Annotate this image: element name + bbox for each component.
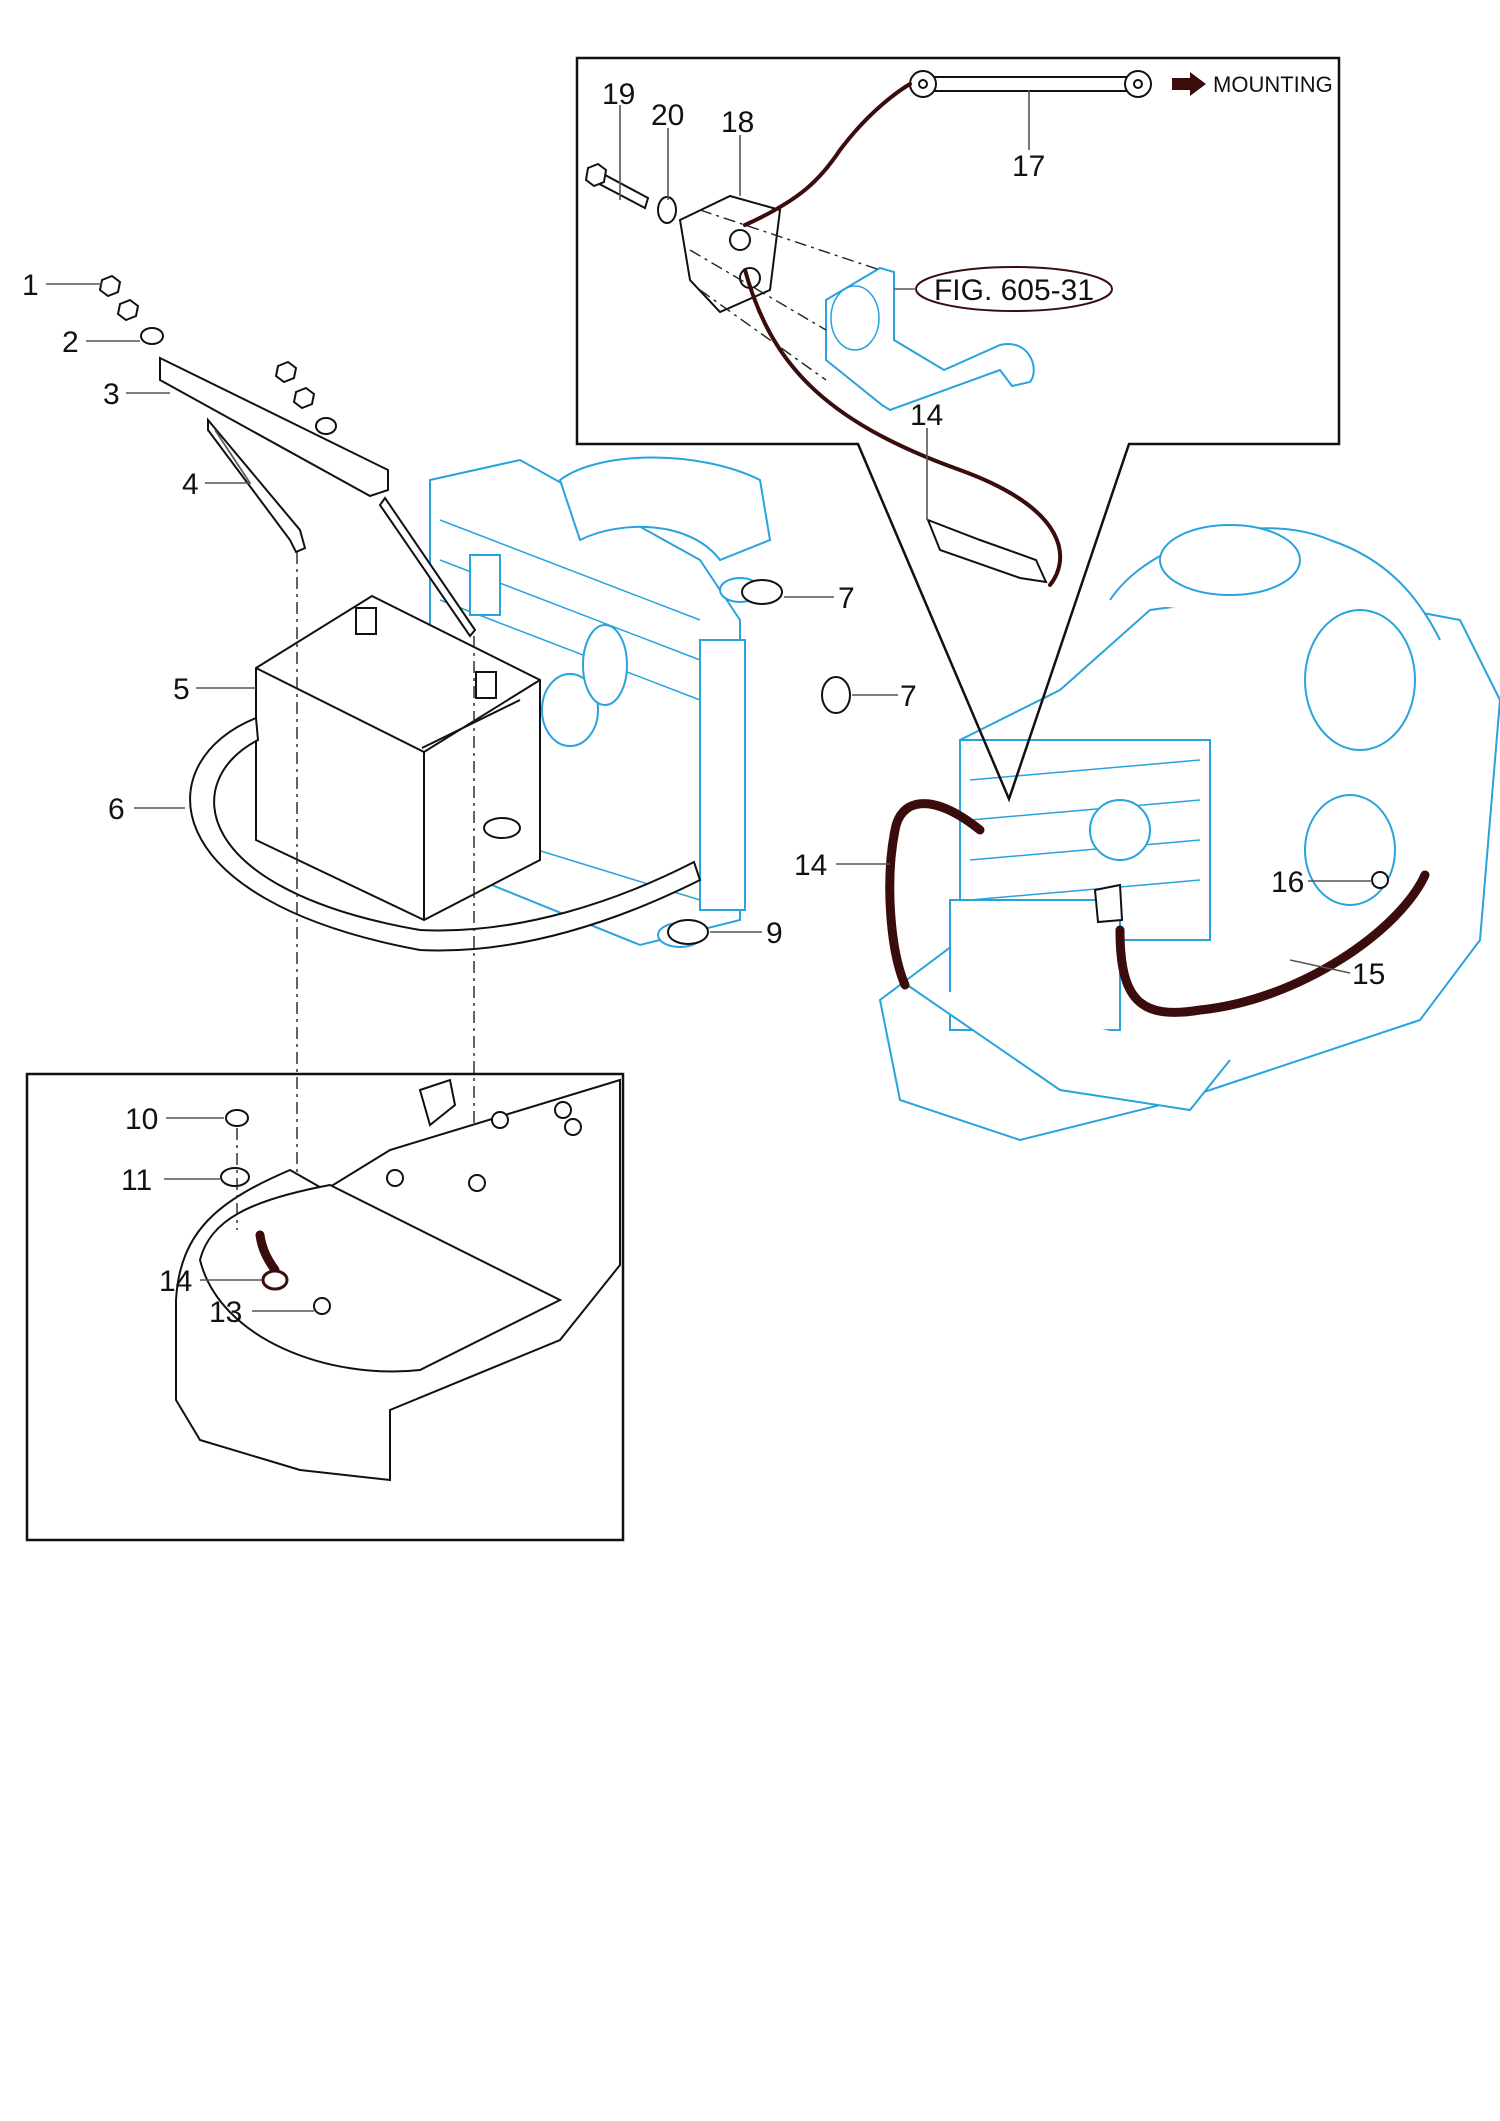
callout-19: 19 [602,78,635,111]
callout-18: 18 [721,106,754,139]
callout-14: 14 [910,399,943,432]
terminal-nut [1371,871,1389,889]
hose-clamp [821,676,851,714]
callout-5: 5 [173,673,190,706]
battery-hold-down-bracket [98,274,477,638]
callout-numbers: 1 2 3 4 5 6 7 7 9 10 11 14 13 14 16 15 1… [22,78,1385,1329]
mounting-label: MOUNTING [1213,72,1333,97]
callout-14: 14 [159,1265,192,1298]
battery-disconnect-switch [584,162,782,314]
figure-reference-label: FIG. 605-31 [934,274,1094,307]
callout-14: 14 [794,849,827,882]
callout-9: 9 [766,917,783,950]
cable-connector [1093,883,1124,924]
figure-reference[interactable]: FIG. 605-31 [915,266,1113,312]
callout-11: 11 [121,1164,152,1197]
callout-3: 3 [103,378,120,411]
callout-7: 7 [900,680,917,713]
callout-2: 2 [62,326,79,359]
callout-15: 15 [1352,958,1385,991]
hose-clamp [741,579,783,605]
switch-bracket [825,266,1035,412]
grommet [667,919,709,945]
callout-17: 17 [1012,150,1045,183]
battery [255,594,541,922]
leader-lines [46,90,1372,1312]
callout-7: 7 [838,582,855,615]
callout-16: 16 [1271,866,1304,899]
callout-1: 1 [22,269,39,302]
mounting-arrow-icon [1172,72,1206,96]
callout-6: 6 [108,793,125,826]
frame-detail-box [25,1072,625,1542]
cable-terminal [926,518,1048,584]
callout-20: 20 [651,99,684,132]
engine-assembly [878,524,1500,1142]
battery-strap [189,716,702,952]
washer [220,1167,250,1187]
callout-4: 4 [182,468,199,501]
bolt [313,1297,331,1315]
battery-link-bar [909,70,1152,98]
rubber-cap [225,1109,249,1127]
detail-callout-box [575,56,1341,803]
callout-13: 13 [209,1296,242,1329]
cable-eyelet [261,1269,289,1291]
callout-10: 10 [125,1103,158,1136]
